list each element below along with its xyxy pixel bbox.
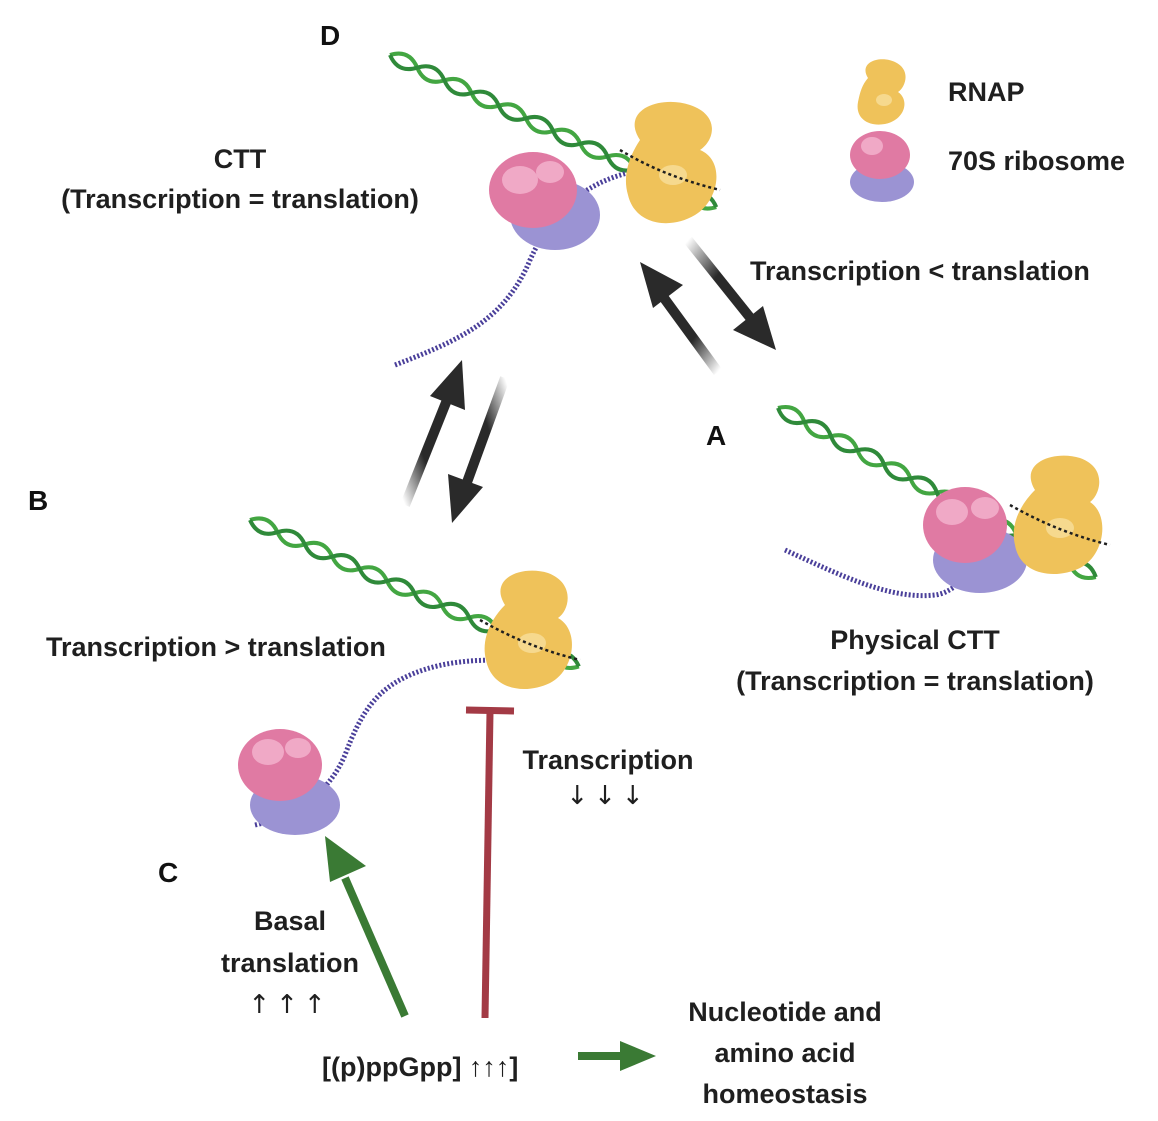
homeostasis-label: Nucleotide and amino acid homeostasis [665,992,905,1115]
rate-label-lt: Transcription < translation [750,256,1090,286]
panel-label-d: D [320,20,341,51]
rnap [479,570,581,690]
complex-d [388,51,721,368]
panel-label-a: A [706,420,727,451]
complex-b [238,516,581,835]
homeostasis-line1: Nucleotide and [688,997,882,1027]
legend-ribosome-icon [850,131,914,202]
ribosome [923,487,1027,593]
basal-title: Basal [253,906,327,936]
panel-label-c: C [158,857,179,888]
rnap [1009,455,1111,575]
ctt-title: CTT [213,144,267,174]
transcription-down-arrows: ↓↓↓ [566,781,650,811]
basal-subtitle: translation [220,948,360,978]
rate-label-gt: Transcription > translation [46,632,386,662]
activation-arrow-basal [325,836,409,1018]
ctt-label: CTT (Transcription = translation) [40,139,440,219]
basal-translation-label: Basal translation ↑↑↑ [200,900,380,1026]
mrna-strand [783,528,1003,599]
physical-ctt-title: Physical CTT [830,625,1000,655]
equilibrium-arrows-d-a [640,236,776,375]
homeostasis-line3: homeostasis [702,1079,868,1109]
ribosome [238,729,340,835]
transcription-label: Transcription ↓↓↓ [508,742,708,814]
legend-label-rnap: RNAP [948,77,1025,107]
physical-ctt-label: Physical CTT (Transcription = translatio… [715,620,1115,702]
mrna-strand [394,167,641,368]
ppgpp-label: [(p)ppGpp] ↑↑↑] [322,1052,519,1082]
panel-label-b: B [28,485,49,516]
activation-arrow-homeostasis [578,1041,656,1071]
physical-ctt-subtitle: (Transcription = translation) [736,666,1094,696]
ribosome [489,152,600,250]
inhibition-arrow [465,706,515,1019]
legend-label-ribosome: 70S ribosome [948,146,1126,176]
basal-up-arrows: ↑↑↑ [248,990,332,1020]
homeostasis-line2: amino acid [714,1038,856,1068]
equilibrium-arrows-d-b [400,360,510,523]
complex-a [776,405,1111,599]
transcription-title: Transcription [522,745,694,775]
rnap [619,101,721,224]
legend-rnap-icon [857,59,906,125]
ctt-subtitle: (Transcription = translation) [61,184,419,214]
